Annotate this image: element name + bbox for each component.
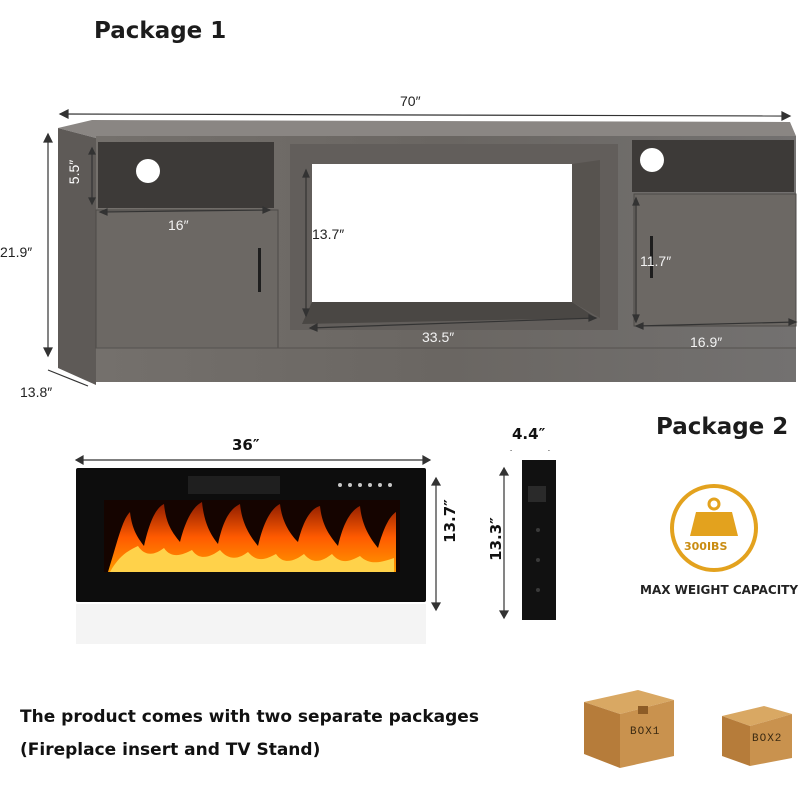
box2-illustration xyxy=(722,706,792,766)
box2-label: BOX2 xyxy=(752,733,783,745)
weight-badge-text: 300IBS xyxy=(684,540,728,553)
stand-left-side xyxy=(58,128,96,385)
caption-line-1: The product comes with two separate pack… xyxy=(20,707,479,727)
right-door-handle xyxy=(650,236,653,278)
dimension-lines xyxy=(43,109,798,387)
stand-top xyxy=(58,120,796,138)
dim-width-70: 70″ xyxy=(400,93,421,109)
opening-side xyxy=(572,160,600,318)
weight-icon xyxy=(690,512,738,536)
left-shelf xyxy=(98,142,274,208)
insert-side-profile xyxy=(522,460,556,620)
dim-shelf-5-5: 5.5″ xyxy=(66,159,83,185)
tv-stand-illustration xyxy=(43,109,798,387)
dim-height-21-9: 21.9″ xyxy=(0,244,33,260)
max-weight-label: MAX WEIGHT CAPACITY xyxy=(640,583,799,597)
package-1-title: Package 1 xyxy=(94,18,227,44)
right-cable-hole xyxy=(640,148,664,172)
dim-depth-13-8: 13.8″ xyxy=(20,384,53,400)
right-cabinet-door xyxy=(633,193,797,327)
box1-label: BOX1 xyxy=(630,726,661,738)
insert-control-panel xyxy=(338,483,392,487)
fireplace-insert-illustration xyxy=(74,450,556,644)
dim-right-cabinet-16-9: 16.9″ xyxy=(690,334,723,350)
left-cable-hole xyxy=(136,159,160,183)
insert-side-bracket xyxy=(528,486,546,502)
insert-reflection xyxy=(76,604,426,644)
dim-insert-depth-4-4: 4.4″ xyxy=(512,425,546,443)
caption-line-2: (Fireplace insert and TV Stand) xyxy=(20,740,321,760)
left-door-handle xyxy=(258,248,261,292)
dim-insert-width-36: 36″ xyxy=(232,436,260,454)
box1-illustration xyxy=(584,690,674,768)
left-cabinet-door xyxy=(95,209,279,349)
fireplace-opening xyxy=(312,164,572,302)
package-2-title: Package 2 xyxy=(656,414,789,440)
dim-right-cabinet-11-7: 11.7″ xyxy=(640,253,672,269)
dim-left-cabinet-16: 16″ xyxy=(168,217,189,233)
insert-heater-vent xyxy=(188,476,280,494)
insert-flame-base xyxy=(110,546,394,572)
dim-insert-side-13-3: 13.3″ xyxy=(486,517,505,561)
insert-flames xyxy=(108,502,396,572)
dim-insert-height-13-7: 13.7″ xyxy=(440,499,459,543)
dim-opening-height-13-7: 13.7″ xyxy=(312,226,345,242)
weight-badge xyxy=(670,484,758,572)
opening-floor xyxy=(302,302,596,324)
dim-opening-width-33-5: 33.5″ xyxy=(422,329,455,345)
